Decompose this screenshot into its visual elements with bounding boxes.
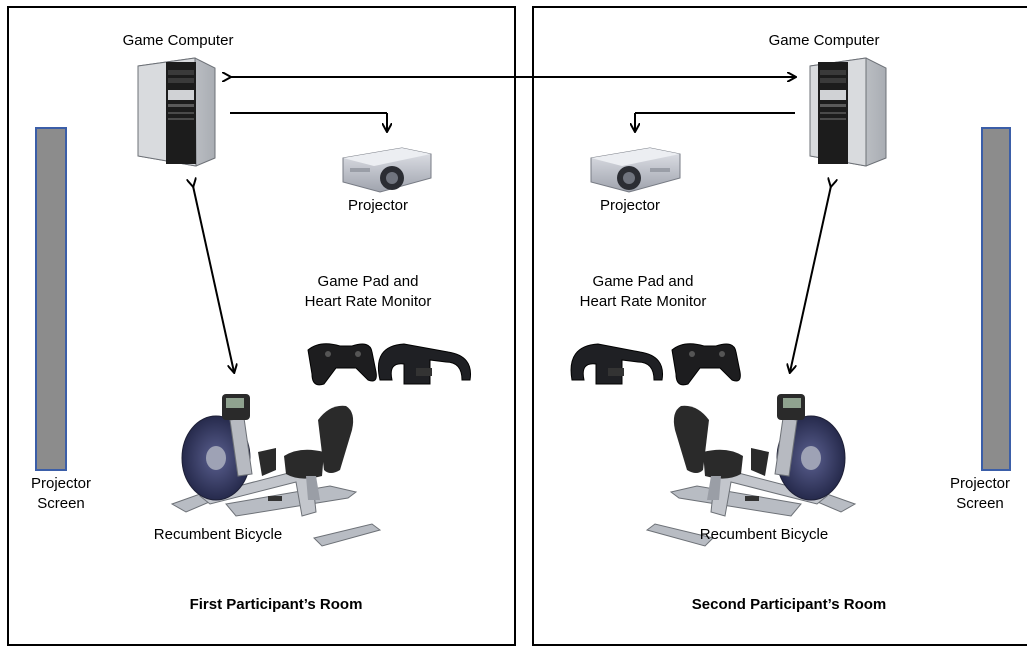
computer-tower-icon <box>809 57 887 167</box>
projector-icon <box>590 147 681 193</box>
arrow-computer-bike-link <box>790 186 831 372</box>
gamepad-hrm-label-line1: Game Pad and <box>317 273 419 290</box>
gamepad-hrm-label-line2: Heart Rate Monitor <box>304 293 432 310</box>
projector-label: Projector <box>599 197 661 214</box>
gamepad-hrm-label-line2: Heart Rate Monitor <box>579 293 707 310</box>
recumbent-bicycle-label: Recumbent Bicycle <box>153 526 283 543</box>
gamepad-icon <box>671 343 741 386</box>
game-computer-label: Game Computer <box>122 32 234 49</box>
game-computer-label: Game Computer <box>768 32 880 49</box>
projector-screen-icon <box>981 127 1011 471</box>
heart-rate-strap-icon <box>570 343 664 385</box>
projector-label: Projector <box>347 197 409 214</box>
setup-diagram: Game Computer Projector Game Pad and Hea… <box>7 6 1027 646</box>
recumbent-bicycle-icon <box>645 394 857 547</box>
computer-tower-icon <box>137 57 216 167</box>
projector-icon <box>342 147 432 193</box>
heart-rate-strap-icon <box>378 343 472 385</box>
projector-screen-label-line1: Projector <box>949 475 1011 492</box>
diagram-graphics <box>35 57 1011 547</box>
gamepad-icon <box>307 343 377 386</box>
projector-screen-label-line1: Projector <box>30 475 92 492</box>
arrow-computer-bike-link <box>193 186 234 372</box>
recumbent-bicycle-label: Recumbent Bicycle <box>699 526 829 543</box>
gamepad-hrm-label-line1: Game Pad and <box>592 273 694 290</box>
projector-screen-label-line2: Screen <box>956 495 1004 512</box>
projector-screen-label-line2: Screen <box>37 495 85 512</box>
room-title: First Participant’s Room <box>189 596 363 613</box>
projector-screen-icon <box>35 127 67 471</box>
recumbent-bicycle-icon <box>170 394 382 547</box>
room-title: Second Participant’s Room <box>691 596 887 613</box>
